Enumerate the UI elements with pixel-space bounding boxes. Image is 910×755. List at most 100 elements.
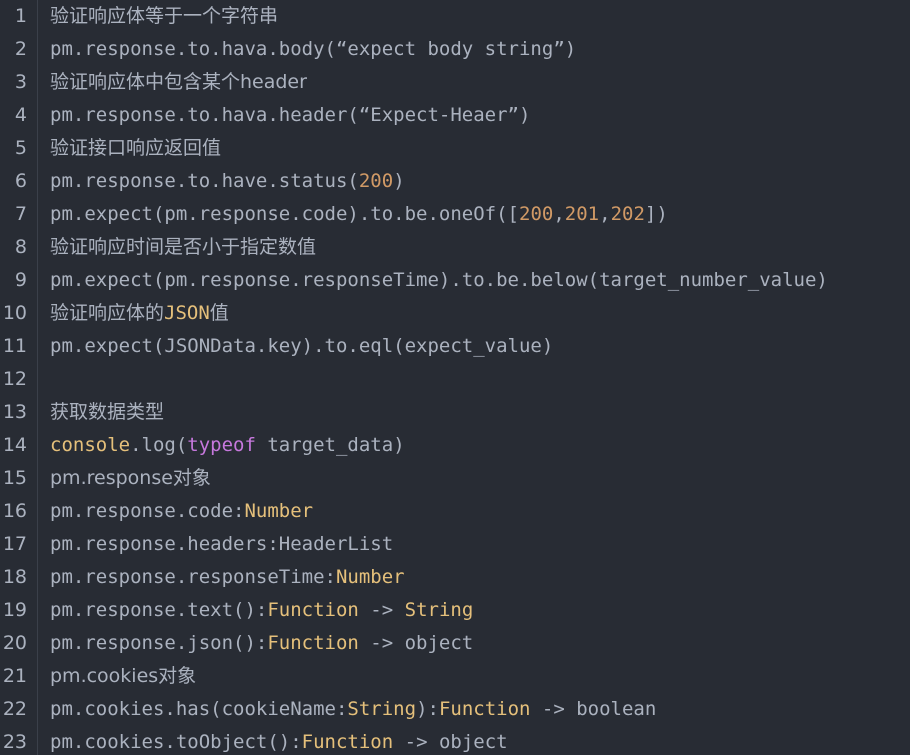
- code-token-default: .log(: [130, 434, 188, 456]
- code-text: 获取数据类型: [50, 396, 164, 429]
- code-line[interactable]: 20 pm.response.json():Function -> object: [0, 627, 910, 660]
- code-line[interactable]: 3 验证响应体中包含某个header: [0, 66, 910, 99]
- line-number: 7: [14, 203, 27, 225]
- code-token-default: pm.response.to.have.status(: [50, 170, 359, 192]
- code-token-default: ):: [416, 698, 439, 720]
- code-text: 验证接口响应返回值: [50, 132, 221, 165]
- line-number: 21: [2, 665, 27, 687]
- code-text: pm.expect(pm.response.responseTime).to.b…: [50, 264, 828, 297]
- code-text: pm.response.headers:HeaderList: [50, 528, 393, 561]
- line-number: 23: [2, 731, 27, 753]
- line-number: 9: [14, 269, 27, 291]
- code-token-default: pm.expect(pm.response.code).to.be.oneOf(…: [50, 203, 519, 225]
- line-number: 22: [2, 698, 27, 720]
- code-token-default: ,: [599, 203, 611, 225]
- code-token-default: -> object: [393, 731, 508, 753]
- code-token-default: pm.response.to.hava.header(“Expect-Heaer…: [50, 104, 531, 126]
- code-token-comment: 验证响应体等于一个字符串: [50, 5, 279, 27]
- code-token-default: pm.cookies对象: [50, 665, 197, 687]
- code-text: 验证响应体等于一个字符串: [50, 0, 278, 33]
- code-line[interactable]: 12: [0, 363, 910, 396]
- code-token-default: ->: [358, 599, 405, 621]
- code-token-default: -> boolean: [530, 698, 657, 720]
- line-number: 18: [2, 566, 27, 588]
- code-token-type: Number: [244, 500, 314, 522]
- code-text: pm.response.to.hava.header(“Expect-Heaer…: [50, 99, 530, 132]
- code-text: pm.response.responseTime:Number: [50, 561, 405, 594]
- code-token-default: -> object: [358, 632, 474, 654]
- code-token-type: Function: [267, 632, 359, 654]
- code-token-comment: 获取数据类型: [50, 401, 165, 423]
- code-text: 验证响应体的JSON值: [50, 297, 229, 330]
- code-token-keyword: typeof: [187, 434, 256, 456]
- code-line[interactable]: 21 pm.cookies对象: [0, 660, 910, 693]
- code-line[interactable]: 18 pm.response.responseTime:Number: [0, 561, 910, 594]
- code-token-default: pm.response.text():: [50, 599, 268, 621]
- line-number: 20: [2, 632, 27, 654]
- code-text: pm.response.text():Function -> String: [50, 594, 473, 627]
- code-token-type: Function: [438, 698, 531, 720]
- code-token-type: String: [404, 599, 474, 621]
- code-line[interactable]: 2 pm.response.to.hava.body(“expect body s…: [0, 33, 910, 66]
- code-token-default: ): [393, 170, 405, 192]
- code-token-default: target_data): [255, 434, 405, 456]
- code-text: pm.expect(JSONData.key).to.eql(expect_va…: [50, 330, 553, 363]
- code-token-comment: 验证响应体的: [50, 302, 165, 324]
- code-line[interactable]: 22 pm.cookies.has(cookieName:String):Func…: [0, 693, 910, 726]
- code-line[interactable]: 13 获取数据类型: [0, 396, 910, 429]
- code-token-type: Function: [267, 599, 359, 621]
- code-token-default: pm.response.responseTime:: [50, 566, 336, 588]
- code-token-console: console: [50, 434, 131, 456]
- code-token-default: ]): [644, 203, 668, 225]
- code-token-default: pm.response.to.hava.body(“expect body st…: [50, 38, 577, 60]
- code-token-number: 202: [610, 203, 645, 225]
- code-text: 验证响应体中包含某个header: [50, 66, 307, 99]
- code-token-default: pm.response.headers:HeaderList: [50, 533, 394, 555]
- code-text: pm.response对象: [50, 462, 211, 495]
- code-line[interactable]: 1 验证响应体等于一个字符串: [0, 0, 910, 33]
- code-token-default: pm.cookies.has(cookieName:: [50, 698, 348, 720]
- code-text: console.log(typeof target_data): [50, 429, 405, 462]
- code-line[interactable]: 6 pm.response.to.have.status(200): [0, 165, 910, 198]
- code-line[interactable]: 9 pm.expect(pm.response.responseTime).to.…: [0, 264, 910, 297]
- line-number: 2: [14, 38, 27, 60]
- code-line[interactable]: 10 验证响应体的JSON值: [0, 297, 910, 330]
- line-number: 13: [2, 401, 27, 423]
- line-number: 1: [14, 5, 27, 27]
- code-text: 验证响应时间是否小于指定数值: [50, 231, 316, 264]
- code-token-number: 201: [564, 203, 600, 225]
- code-line[interactable]: 7 pm.expect(pm.response.code).to.be.oneOf…: [0, 198, 910, 231]
- code-token-default: pm.expect(JSONData.key).to.eql(expect_va…: [50, 335, 554, 357]
- line-number: 19: [2, 599, 27, 621]
- code-token-default: pm.response.json():: [50, 632, 268, 654]
- code-text: pm.cookies对象: [50, 660, 196, 693]
- code-line[interactable]: 19 pm.response.text():Function -> String: [0, 594, 910, 627]
- code-token-comment: 验证接口响应返回值: [50, 137, 222, 159]
- code-token-default: pm.response对象: [50, 467, 211, 489]
- line-number: 6: [14, 170, 27, 192]
- code-token-json: JSON: [164, 302, 210, 324]
- code-line[interactable]: 17 pm.response.headers:HeaderList: [0, 528, 910, 561]
- line-number: 10: [2, 302, 27, 324]
- code-text: pm.cookies.has(cookieName:String):Functi…: [50, 693, 656, 726]
- code-text: pm.response.to.have.status(200): [50, 165, 405, 198]
- code-token-type: Number: [335, 566, 405, 588]
- code-text: pm.response.code:Number: [50, 495, 313, 528]
- code-line[interactable]: 15 pm.response对象: [0, 462, 910, 495]
- code-token-type: Function: [301, 731, 394, 753]
- line-number: 17: [2, 533, 27, 555]
- code-text: pm.response.to.hava.body(“expect body st…: [50, 33, 576, 66]
- line-number: 4: [14, 104, 27, 126]
- code-token-comment: 验证响应体中包含某个header: [50, 71, 307, 93]
- code-line[interactable]: 4 pm.response.to.hava.header(“Expect-Heae…: [0, 99, 910, 132]
- line-number: 15: [2, 467, 27, 489]
- line-number: 3: [14, 71, 27, 93]
- gutter-divider: [37, 0, 38, 755]
